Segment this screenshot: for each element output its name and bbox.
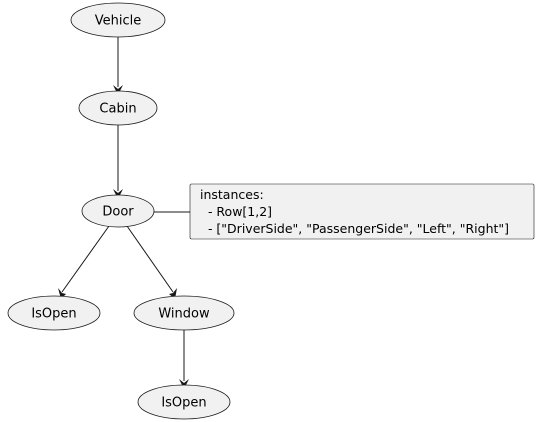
node-door-label: Door [102,205,134,220]
arrowhead-door [113,189,123,199]
node-isopen-window-label: IsOpen [161,396,206,411]
edge-door-window [126,225,174,293]
node-vehicle: Vehicle [70,2,166,38]
node-cabin: Cabin [78,90,158,126]
arrowhead-isopen-door [58,288,66,299]
node-isopen-window: IsOpen [137,384,231,420]
node-isopen-door-label: IsOpen [31,307,76,322]
arrowhead-cabin [113,85,123,95]
node-door: Door [81,194,155,228]
node-vehicle-label: Vehicle [95,14,142,29]
note-line-2: - Row[1,2] [200,204,272,219]
edge-door-isopen [61,225,110,293]
instances-note: instances: - Row[1,2] - ["DriverSide", "… [189,183,535,240]
note-line-3: - ["DriverSide", "PassengerSide", "Left"… [200,221,509,236]
arrowhead-isopen-window [179,379,189,389]
node-window: Window [133,295,235,331]
node-window-label: Window [158,307,210,322]
note-line-1: instances: [200,187,264,202]
node-cabin-label: Cabin [99,102,136,117]
node-isopen-door: IsOpen [7,295,101,331]
